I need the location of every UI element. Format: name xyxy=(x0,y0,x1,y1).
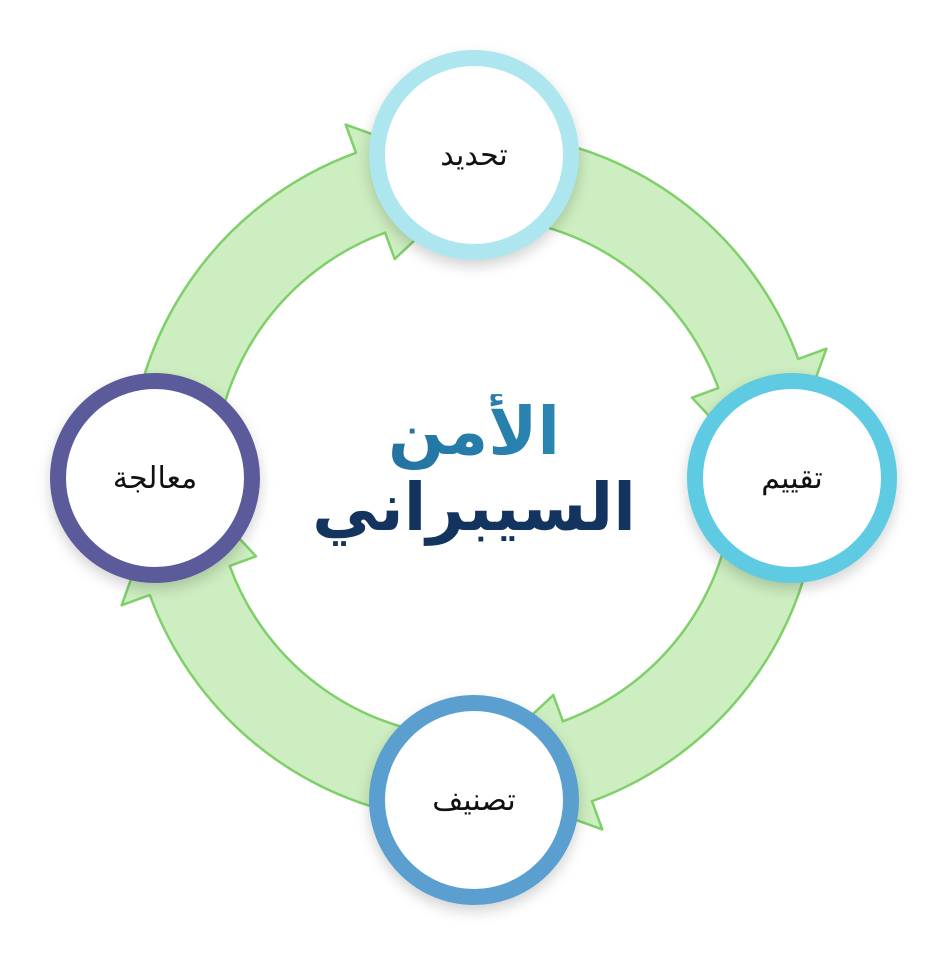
node-assess: تقييم xyxy=(687,373,897,583)
node-label-assess: تقييم xyxy=(761,460,823,496)
center-title: الأمن السيبراني xyxy=(312,394,636,546)
node-classify: تصنيف xyxy=(369,695,579,905)
node-treat: معالجة xyxy=(50,373,260,583)
node-label-treat: معالجة xyxy=(112,460,198,496)
node-label-identify: تحديد xyxy=(440,137,508,173)
center-title-line-2: السيبراني xyxy=(312,469,636,546)
node-label-classify: تصنيف xyxy=(432,782,516,818)
node-identify: تحديد xyxy=(369,50,579,260)
center-title-line-1: الأمن xyxy=(312,394,636,470)
